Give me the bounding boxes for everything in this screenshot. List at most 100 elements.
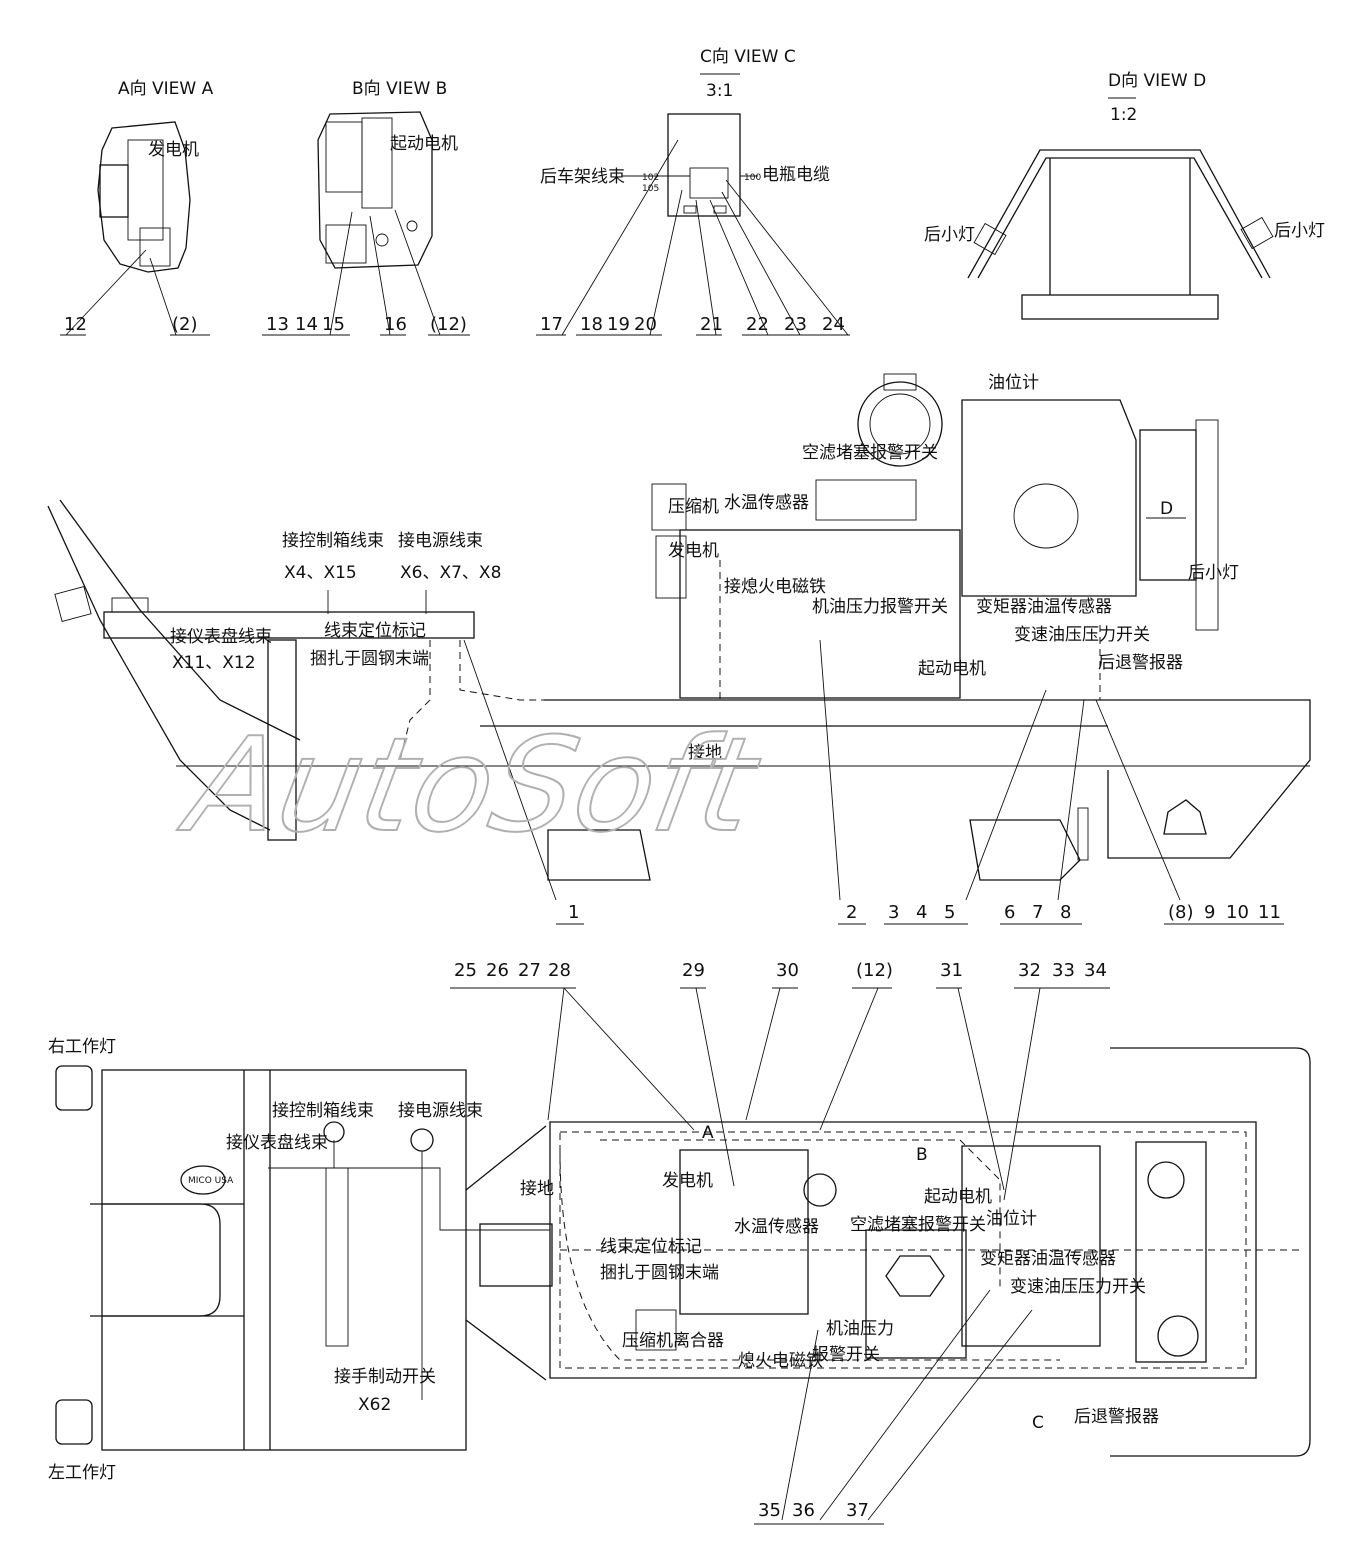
top-harness-mark: 线束定位标记	[600, 1237, 702, 1257]
side-harness-3	[719, 560, 1101, 701]
view-c-n24: 24	[822, 314, 845, 335]
top-ctrl-connector	[323, 1121, 345, 1143]
top-view: MICO USA 右工作灯 左工作灯 接控制箱线束 接电源线束 接仪表盘线束 接…	[48, 960, 1311, 1525]
side-generator	[655, 535, 687, 599]
top-n36: 36	[792, 1500, 815, 1521]
side-water-temp: 水温传感器	[724, 493, 809, 513]
leader-29	[695, 987, 735, 1187]
top-center-console	[325, 1167, 349, 1347]
side-front-post	[267, 639, 297, 841]
leader-32	[1003, 987, 1041, 1201]
side-rear-flange	[1077, 807, 1089, 861]
side-converter-temp: 变矩器油温传感器	[976, 597, 1112, 617]
top-compressor-clutch: 压缩机离合器	[622, 1331, 724, 1351]
top-dash: 接仪表盘线束	[226, 1133, 328, 1153]
top-n27: 27	[518, 960, 541, 981]
view-b-n13: 13	[266, 314, 289, 335]
side-rear-lamp: 后小灯	[1188, 563, 1239, 583]
leader-22	[709, 199, 769, 336]
view-b-n16: 16	[384, 314, 407, 335]
top-gearbox-cap	[1147, 1161, 1185, 1199]
top-n37: 37	[846, 1500, 869, 1521]
view-c-terminal	[689, 167, 729, 199]
top-backup-alarm: 后退警报器	[1074, 1407, 1159, 1427]
view-d-lamp-l	[973, 222, 1007, 256]
view-c-n22: 22	[746, 314, 769, 335]
view-b-outline	[317, 111, 433, 269]
side-n2: 2	[846, 902, 857, 923]
leader-30	[745, 987, 781, 1121]
leader-31	[957, 987, 1005, 1191]
side-tank	[961, 399, 1137, 597]
top-cab-harness	[268, 1167, 550, 1231]
view-c-foot2	[713, 205, 727, 214]
side-main-frame	[544, 699, 1311, 859]
view-a-title: A向 VIEW A	[118, 79, 214, 99]
view-c-n17: 17	[540, 314, 563, 335]
top-fan	[885, 1255, 945, 1297]
top-harness-l	[559, 1149, 1060, 1361]
leader-8b	[1095, 699, 1181, 901]
top-oil-pressure: 机油压力	[826, 1319, 894, 1339]
top-rear-frame	[549, 1121, 1257, 1379]
top-air-filter-label: 空滤堵塞报警开关	[850, 1215, 986, 1235]
leader-28b	[547, 987, 565, 1121]
top-oil-gauge: 油位计	[986, 1209, 1037, 1229]
top-n12: (12)	[856, 960, 893, 981]
side-n1: 1	[568, 902, 579, 923]
side-oil-gauge: 油位计	[988, 373, 1039, 393]
view-d-title: D向 VIEW D	[1108, 71, 1206, 91]
side-front-rail	[103, 611, 475, 639]
top-compressor	[635, 1309, 677, 1351]
side-rear-arch	[1163, 799, 1207, 835]
view-a-n2: (2)	[172, 314, 198, 335]
side-n7: 7	[1032, 902, 1043, 923]
side-compressor	[651, 483, 687, 531]
view-a: A向 VIEW A 发电机 12 (2)	[60, 79, 214, 336]
top-harness-r	[600, 1139, 1001, 1290]
top-starter: 起动电机	[924, 1187, 992, 1207]
top-n34: 34	[1084, 960, 1107, 981]
side-rear-axle	[969, 819, 1081, 881]
top-left-lamp	[55, 1399, 93, 1445]
view-b-bolt2	[406, 220, 418, 232]
top-n32: 32	[1018, 960, 1041, 981]
top-n31: 31	[940, 960, 963, 981]
view-b: B向 VIEW B 起动电机 13 14 15 16 (12)	[262, 79, 470, 336]
view-d-frame-outer	[967, 149, 1271, 279]
top-alarm-switch: 报警开关	[812, 1345, 880, 1365]
side-n5: 5	[944, 902, 955, 923]
top-mark-c: C	[1032, 1413, 1044, 1433]
top-gearbox-pump	[1157, 1315, 1199, 1357]
side-oil-pressure: 机油压力报警开关	[812, 597, 948, 617]
side-engine	[679, 529, 961, 699]
top-n35: 35	[758, 1500, 781, 1521]
leader-21	[695, 199, 717, 336]
top-tie-bar: 捆扎于圆钢末端	[600, 1263, 719, 1283]
view-a-outline	[97, 121, 191, 273]
side-harness-2	[459, 640, 700, 701]
view-c-scale: 3:1	[706, 81, 733, 101]
side-intake	[815, 479, 917, 521]
leader-37	[867, 1309, 1033, 1521]
top-power: 接电源线束	[398, 1101, 483, 1121]
top-hinge-l2	[465, 1319, 547, 1381]
top-cab	[101, 1069, 467, 1451]
leader-15	[329, 211, 353, 336]
view-a-motor	[99, 164, 129, 218]
side-generator-label: 发电机	[668, 541, 719, 561]
top-generator: 发电机	[662, 1171, 713, 1191]
top-hinge-l1	[465, 1125, 547, 1191]
top-power-connector	[410, 1128, 434, 1152]
view-c-title: C向 VIEW C	[700, 47, 796, 67]
top-engine	[679, 1149, 809, 1315]
top-radiator	[865, 1229, 967, 1359]
view-d-frame-inner	[977, 157, 1263, 279]
top-stop-solenoid: 熄火电磁铁	[738, 1351, 823, 1371]
side-front-box	[111, 597, 149, 613]
top-mark-a: A	[702, 1123, 714, 1143]
side-axle-box	[547, 829, 651, 881]
top-rear-counterweight	[1110, 1047, 1311, 1457]
view-b-starter-label: 起动电机	[390, 134, 458, 154]
side-tie-bar: 捆扎于圆钢末端	[310, 649, 429, 669]
